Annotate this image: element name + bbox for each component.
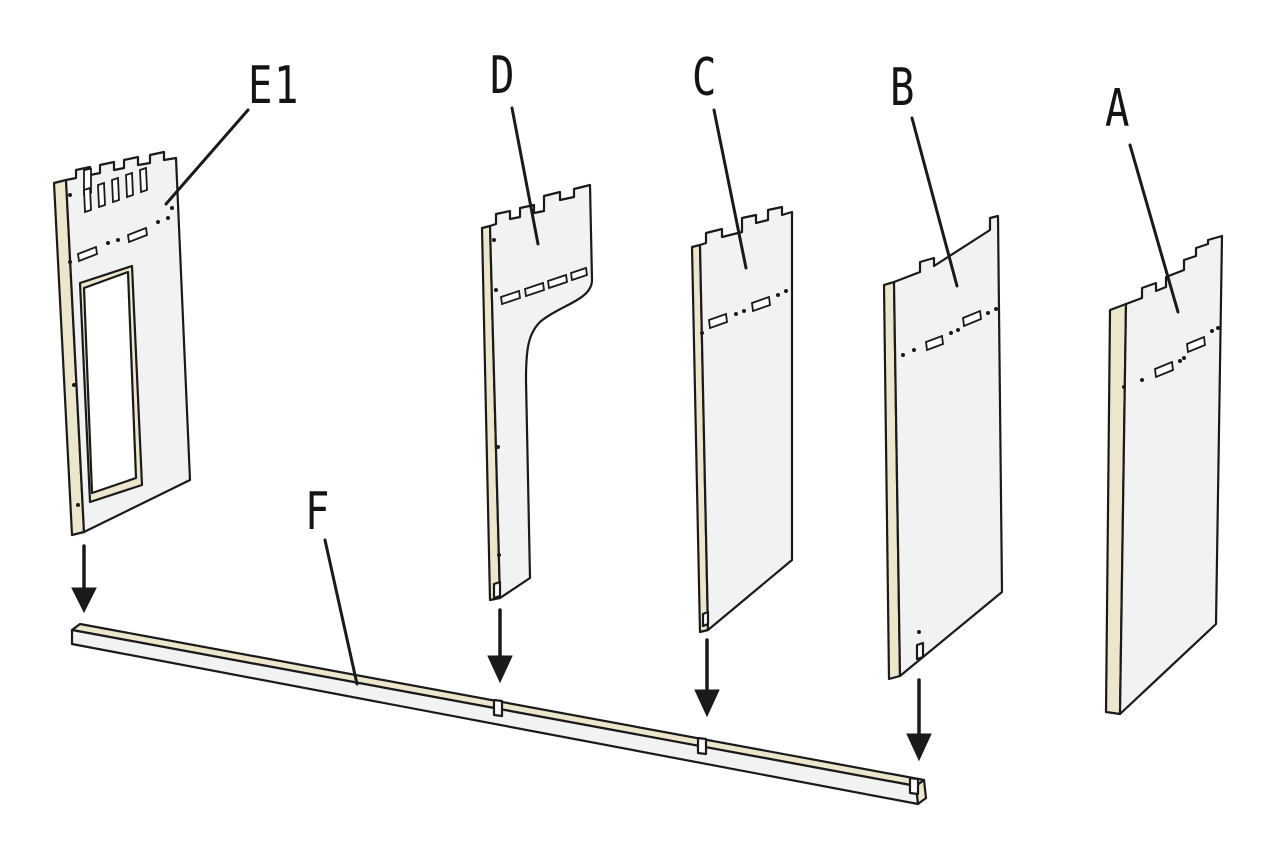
arrow-d-down: [487, 608, 513, 684]
leader-a: [1128, 143, 1180, 314]
rail-f: [70, 622, 928, 806]
panel-b-slots: [925, 309, 982, 352]
label-d: D: [490, 46, 516, 106]
panel-c-slots: [708, 295, 771, 330]
panel-c-face: [698, 205, 794, 632]
rail-f-notch: [492, 698, 504, 718]
panel-e1-holes: [68, 193, 174, 507]
arrow-c-down: [694, 638, 720, 718]
leader-f: [323, 538, 359, 686]
arrow-e1-down: [71, 544, 97, 614]
panel-c: [690, 205, 794, 634]
leader-e1: [164, 108, 250, 206]
panel-b-face: [892, 214, 1004, 678]
panel-a-face: [1118, 234, 1224, 716]
panel-a-slots: [1154, 335, 1206, 379]
panel-e1: [52, 150, 192, 537]
rail-f-notch: [908, 776, 920, 796]
label-e1: E1: [248, 56, 300, 116]
panel-a: [1104, 234, 1224, 716]
panel-e1-hslot: [77, 245, 98, 263]
panel-b-notch: [915, 641, 925, 661]
panel-b: [882, 214, 1004, 681]
leader-b: [910, 116, 959, 288]
panel-d-notch: [492, 580, 502, 600]
leader-d: [510, 106, 540, 246]
panel-a-holes: [1122, 326, 1220, 389]
leader-c: [712, 108, 748, 270]
panel-d-holes: [492, 238, 501, 557]
panel-d-face: [488, 183, 594, 600]
panel-d: [480, 183, 594, 602]
arrow-b-down: [906, 678, 932, 762]
panel-e1-slots: [83, 166, 148, 214]
panel-c-notch: [701, 610, 710, 628]
panel-b-holes: [901, 307, 998, 634]
arrows: [71, 544, 932, 762]
panel-d-slots: [500, 266, 588, 306]
panel-e1-window-opening: [82, 270, 138, 495]
panel-c-holes: [700, 289, 788, 335]
label-a: A: [1105, 79, 1131, 139]
leader-lines: [164, 106, 1180, 686]
label-b: B: [890, 58, 916, 118]
label-f: F: [305, 482, 331, 542]
panel-e1-hslot: [127, 226, 148, 244]
label-c: C: [692, 48, 718, 108]
rail-f-notch: [696, 736, 708, 756]
